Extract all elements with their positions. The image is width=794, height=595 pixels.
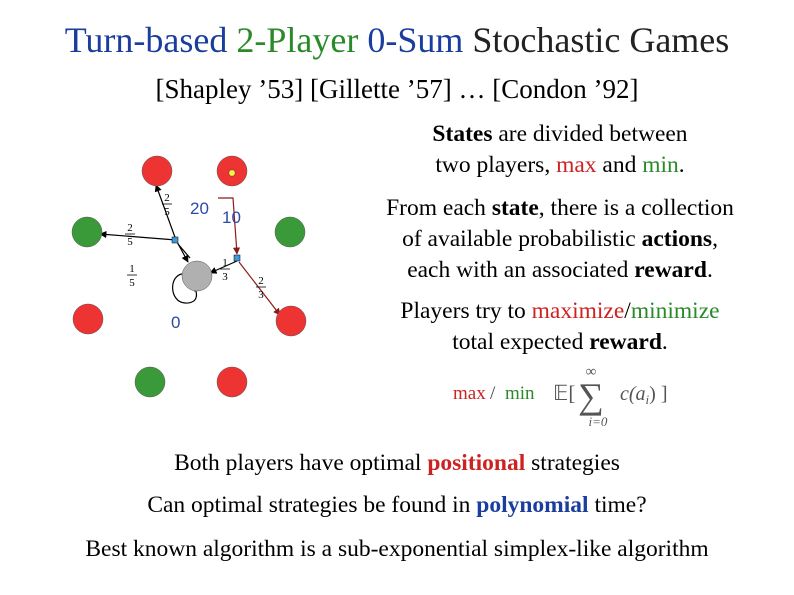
edge-top-to-action2: [218, 197, 241, 255]
formula-lower-limit: i=0: [589, 414, 608, 429]
edge-action2-to-center: [209, 260, 238, 274]
reward-labels: 20 10 0: [171, 199, 241, 332]
prob-1-3: 1 3: [220, 257, 230, 283]
start-marker: [228, 169, 236, 177]
paragraph-states: States are divided between two players, …: [432, 121, 688, 178]
action-node-2: [233, 254, 241, 262]
svg-text:1: 1: [222, 257, 228, 269]
formula-slash: /: [490, 383, 496, 404]
prob-2-3: 2 3: [256, 275, 266, 301]
reward-0: 0: [171, 313, 180, 332]
title-stochastic-games: Stochastic Games: [472, 20, 730, 60]
slide-title: Turn-based 2-Player 0-Sum Stochastic Gam…: [0, 18, 794, 62]
formula-min: min: [505, 383, 535, 404]
formula-upper-limit: ∞: [586, 364, 597, 380]
max-state-top-left: [141, 155, 173, 187]
title-2-player: 2-Player: [236, 20, 368, 60]
game-graph-diagram: 2 5 2 5 1 5 1 3 2 3 20 10 0: [71, 155, 307, 398]
action-node-1: [171, 236, 179, 244]
reward-20: 20: [190, 199, 209, 218]
prob-1-5: 1 5: [127, 263, 137, 289]
min-state-right: [274, 216, 306, 248]
svg-text:2: 2: [127, 222, 133, 234]
reward-10: 10: [222, 208, 241, 227]
paragraph-objective: Players try to maximize/minimize total e…: [400, 298, 720, 355]
svg-text:2: 2: [258, 275, 264, 287]
formula-max: max: [453, 383, 486, 404]
max-state-right: [275, 305, 307, 337]
svg-text:2: 2: [164, 192, 170, 204]
probability-labels: 2 5 2 5 1 5 1 3 2 3: [125, 192, 266, 301]
title-turn-based: Turn-based: [64, 20, 237, 60]
question-polynomial: Can optimal strategies be found in polyn…: [147, 492, 647, 518]
edge-action1-to-left: [99, 230, 177, 241]
slide-subtitle: [Shapley ’53] [Gillette ’57] … [Condon ’…: [155, 74, 639, 104]
objective-formula: max / min 𝔼[ ∞ ∑ i=0 c(ai) ]: [453, 364, 668, 429]
formula-expectation: 𝔼[: [553, 381, 575, 405]
chance-state-center: [181, 260, 213, 292]
min-state-bottom: [134, 366, 166, 398]
statement-positional: Both players have optimal positional str…: [174, 450, 620, 476]
max-state-bottom-left: [72, 303, 104, 335]
formula-term: c(ai) ]: [620, 383, 668, 407]
formula-sum-symbol: ∑: [578, 376, 604, 416]
statement-best-algorithm: Best known algorithm is a sub-exponentia…: [85, 536, 709, 562]
svg-text:3: 3: [258, 289, 264, 301]
edge-self-loop: [172, 273, 200, 304]
title-0-sum: 0-Sum: [367, 20, 473, 60]
edge-action1-to-center: [175, 239, 189, 263]
svg-text:3: 3: [222, 271, 228, 283]
prob-2-5-upper: 2 5: [162, 192, 172, 218]
prob-2-5-left: 2 5: [125, 222, 135, 248]
min-state-left: [71, 216, 103, 248]
edge-action1-to-top-left: [154, 184, 177, 241]
svg-text:5: 5: [129, 277, 135, 289]
max-state-bottom: [216, 366, 248, 398]
svg-text:5: 5: [164, 206, 170, 218]
svg-text:1: 1: [129, 263, 135, 275]
svg-text:5: 5: [127, 236, 133, 248]
edge-center-to-action1: [177, 243, 191, 259]
edge-action2-to-right: [238, 261, 281, 316]
graph-edges: [99, 184, 281, 316]
paragraph-actions: From each state, there is a collection o…: [386, 195, 734, 283]
